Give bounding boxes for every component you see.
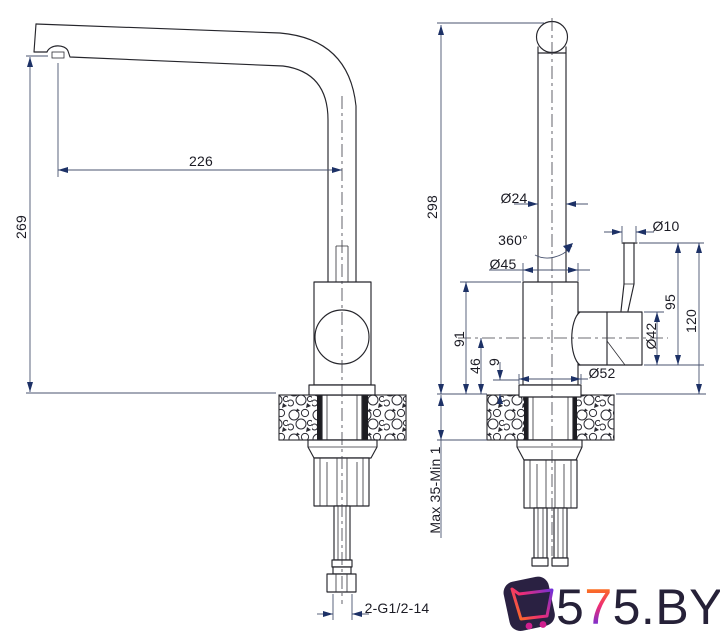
hex-nut	[326, 573, 357, 593]
dim-label-outlet-height: 46	[467, 358, 483, 374]
dim-label-base-plate-height: 9	[486, 358, 502, 366]
dim-label-spout-height: 269	[13, 215, 29, 239]
dim-label-pipe-diameter: Ø24	[500, 190, 528, 206]
dim-label-spout-reach: 226	[189, 153, 213, 169]
dim-label-swivel-angle: 360°	[498, 232, 528, 248]
dim-label-total-height: 298	[424, 195, 440, 219]
faucet-body-side	[522, 281, 579, 386]
dim-label-body-height: 91	[451, 331, 467, 347]
mounting-nut-side	[523, 459, 578, 509]
handle-body	[606, 311, 643, 366]
brand-char-left: 5	[556, 579, 585, 635]
dim-label-base-diameter: Ø52	[588, 365, 616, 381]
mounting-nut-front	[313, 457, 370, 507]
handle-lever	[620, 242, 638, 312]
dim-label-handle-diameter: Ø42	[643, 322, 659, 350]
dimension-lines	[26, 22, 706, 620]
dim-label-thread: 2-G1/2-14	[364, 600, 430, 616]
brand-char-right: 5.BY	[612, 579, 720, 635]
dim-label-lever-diameter: Ø10	[652, 218, 680, 234]
mounting-shank-side	[527, 394, 574, 441]
countertop-hatch-left2	[486, 394, 529, 441]
cart-logo-icon	[503, 576, 555, 631]
dim-label-handle-total-height: 120	[683, 309, 699, 333]
countertop-hatch-left	[278, 394, 323, 441]
side-view-outline	[458, 18, 668, 567]
dim-label-mounting-note: Max 35-Min 1	[427, 446, 443, 534]
brand-watermark: 575.BY	[556, 578, 720, 636]
countertop-hatch-right	[362, 394, 407, 441]
brand-char-gradient: 7	[584, 579, 613, 635]
countertop-hatch-right2	[572, 394, 615, 441]
dim-label-handle-height: 95	[662, 294, 678, 310]
dim-label-body-diameter: Ø45	[489, 256, 517, 272]
front-view-outline	[33, 23, 407, 604]
